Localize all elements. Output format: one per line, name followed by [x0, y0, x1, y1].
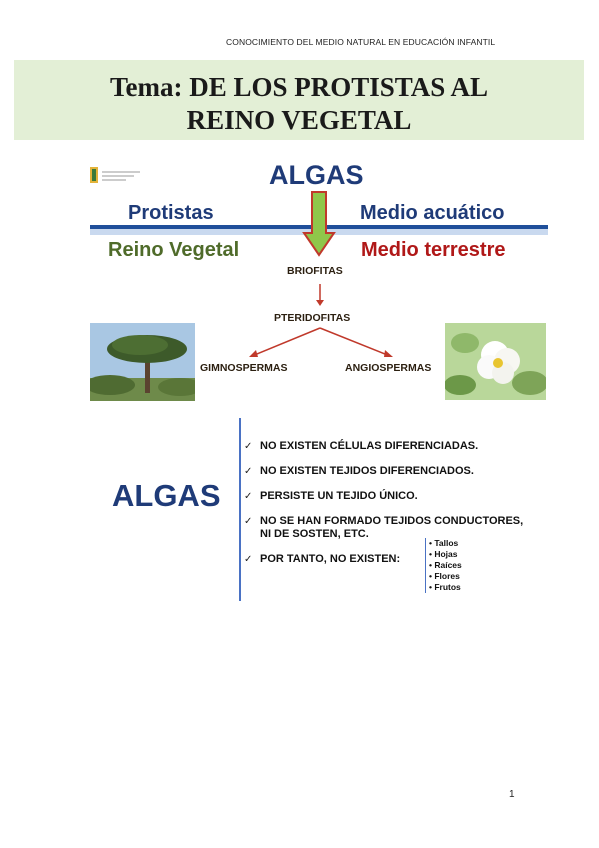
- arrow-line-gimnospermas: [251, 327, 321, 357]
- list-item: ✓ NO EXISTEN TEJIDOS DIFERENCIADOS.: [244, 465, 523, 478]
- flower-image: [445, 323, 546, 400]
- medio-terrestre-label: Medio terrestre: [361, 239, 506, 261]
- missing-organs-list: • Tallos • Hojas • Raíces • Flores • Fru…: [425, 538, 462, 593]
- pine-tree-image: [90, 323, 195, 401]
- sublist-item: • Raíces: [429, 560, 462, 570]
- sublist-item: • Frutos: [429, 582, 461, 592]
- angiospermas-label: ANGIOSPERMAS: [345, 362, 432, 374]
- list-item-text: NO EXISTEN CÉLULAS DIFERENCIADAS.: [260, 440, 479, 452]
- list-item: ✓ POR TANTO, NO EXISTEN:: [244, 553, 523, 566]
- check-icon: ✓: [244, 441, 253, 452]
- algas-label: ALGAS: [269, 160, 364, 190]
- check-icon: ✓: [244, 466, 253, 477]
- briofitas-label: BRIOFITAS: [287, 265, 343, 277]
- sublist-item: • Tallos: [429, 538, 459, 548]
- list-item-text: POR TANTO, NO EXISTEN:: [260, 553, 401, 565]
- protistas-label: Protistas: [128, 202, 214, 224]
- check-icon: ✓: [244, 491, 253, 502]
- title-line-1: Tema: DE LOS PROTISTAS AL: [109, 72, 489, 102]
- title-box: Tema: DE LOS PROTISTAS AL REINO VEGETAL: [14, 60, 584, 140]
- check-icon: ✓: [244, 554, 253, 565]
- reino-vegetal-label: Reino Vegetal: [108, 239, 240, 261]
- diagram-graphics: [90, 191, 548, 357]
- list-item-text: NI DE SOSTEN, ETC.: [260, 528, 369, 540]
- arrow-line-angiospermas: [319, 327, 391, 357]
- list-item-text: NO SE HAN FORMADO TEJIDOS CONDUCTORES,: [260, 515, 524, 527]
- page-title: Tema: DE LOS PROTISTAS AL REINO VEGETAL: [14, 71, 584, 137]
- sublist-item: • Flores: [429, 571, 460, 581]
- list-item: ✓ NO SE HAN FORMADO TEJIDOS CONDUCTORES,: [244, 515, 523, 528]
- algas-heading: ALGAS: [112, 478, 221, 513]
- medio-acuatico-label: Medio acuático: [360, 202, 505, 224]
- list-item: ✓ PERSISTE UN TEJIDO ÚNICO.: [244, 490, 523, 503]
- algas-characteristics-list: ✓ NO EXISTEN CÉLULAS DIFERENCIADAS. ✓ NO…: [244, 440, 523, 566]
- title-line-2: REINO VEGETAL: [186, 105, 412, 135]
- check-icon: ✓: [244, 516, 253, 527]
- list-item-continuation: NI DE SOSTEN, ETC.: [244, 528, 523, 541]
- page-number: 1: [509, 789, 515, 800]
- list-item: ✓ NO EXISTEN CÉLULAS DIFERENCIADAS.: [244, 440, 523, 453]
- vertical-divider: [239, 418, 241, 601]
- gimnospermas-label: GIMNOSPERMAS: [200, 362, 288, 374]
- arrowhead-icon: [316, 300, 324, 306]
- list-item-text: NO EXISTEN TEJIDOS DIFERENCIADOS.: [260, 465, 474, 477]
- down-arrow-icon: [302, 191, 336, 257]
- arrowhead-left-icon: [249, 350, 258, 357]
- pteridofitas-label: PTERIDOFITAS: [274, 312, 351, 324]
- institution-logo: [90, 167, 160, 187]
- document-header: CONOCIMIENTO DEL MEDIO NATURAL EN EDUCAC…: [226, 37, 496, 47]
- arrowhead-right-icon: [384, 350, 393, 357]
- sublist-item: • Hojas: [429, 549, 458, 559]
- list-item-text: PERSISTE UN TEJIDO ÚNICO.: [260, 490, 418, 502]
